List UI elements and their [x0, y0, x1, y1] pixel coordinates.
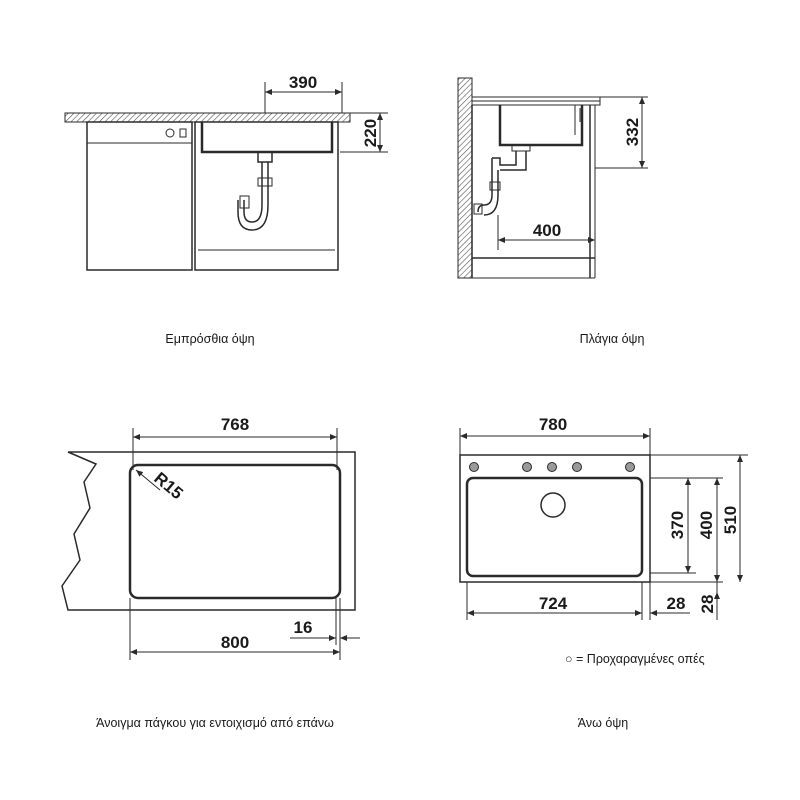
cutout-view: 768 R15 800 16 Άνοιγμα πάγκου για εντοιχ…	[61, 415, 360, 730]
drain-trap	[257, 152, 273, 163]
cutout-rect	[128, 463, 342, 600]
top-margin-bottom-label: 28	[698, 595, 717, 614]
sink-outer-top	[459, 454, 651, 583]
top-view-caption: Άνω όψη	[578, 716, 628, 730]
cutout-edge-label: 16	[294, 618, 313, 637]
top-width-label: 780	[539, 415, 567, 434]
top-legend: ○ = Προχαραγμένες οπές	[565, 652, 705, 666]
front-view-caption: Εμπρόσθια όψη	[165, 332, 254, 346]
cutout-inner-width-label: 768	[221, 415, 249, 434]
top-bowl-depth-label: 370	[668, 511, 687, 539]
sink-bowl-side	[498, 105, 584, 147]
left-cabinet	[86, 121, 193, 271]
top-bowl-width-label: 724	[539, 594, 568, 613]
top-view: 780 724 28 370 400 510 28 ○ = Προχαραγμέ…	[459, 415, 748, 730]
countertop-outline	[61, 451, 356, 611]
drain-icon	[540, 492, 566, 518]
tap-holes	[469, 462, 635, 472]
side-view: 332 400 Πλάγια όψη	[457, 77, 648, 346]
control-knob-icon	[165, 128, 175, 138]
top-depth-total-label: 510	[721, 506, 740, 534]
sink-cabinet	[194, 121, 339, 271]
tap-hole-icon	[625, 462, 635, 472]
sink-bowl-front	[200, 122, 334, 154]
wall	[457, 77, 473, 279]
cutout-outer-width-label: 800	[221, 633, 249, 652]
front-width-label: 390	[289, 73, 317, 92]
side-depth-label: 400	[533, 221, 561, 240]
top-depth-inner-label: 400	[697, 511, 716, 539]
control-button-icon	[179, 128, 187, 138]
tap-hole-icon	[547, 462, 557, 472]
tap-hole-icon	[522, 462, 532, 472]
tap-hole-icon	[572, 462, 582, 472]
front-view: 390 220 Εμπρόσθια όψη	[64, 73, 388, 346]
cutout-radius-label: R15	[150, 468, 186, 503]
sink-bowl-top	[465, 476, 644, 578]
side-height-label: 332	[623, 118, 642, 146]
tap-hole-icon	[469, 462, 479, 472]
cutout-view-caption: Άνοιγμα πάγκου για εντοιχισμό από επάνω	[96, 716, 334, 730]
top-margin-right-label: 28	[667, 594, 686, 613]
side-view-caption: Πλάγια όψη	[580, 332, 645, 346]
front-height-label: 220	[361, 119, 380, 147]
countertop-front	[64, 112, 351, 123]
